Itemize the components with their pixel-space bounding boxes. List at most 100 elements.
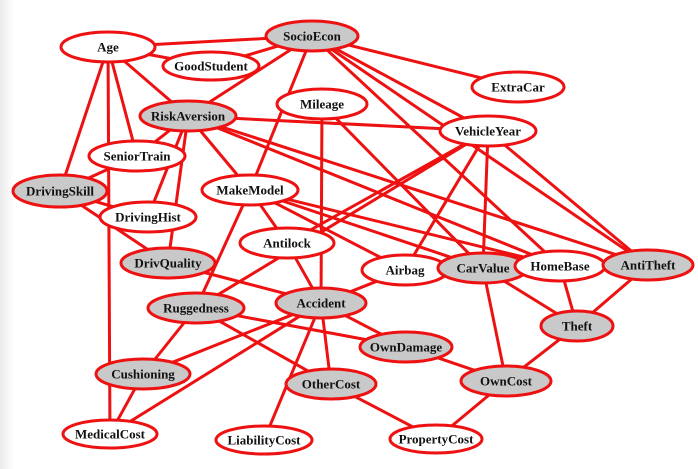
- edge-drivingskill-to-drivinghist: [95, 200, 114, 209]
- node-drivinghist-ellipse: [98, 200, 198, 234]
- edge-socioecon-to-makemodel: [254, 50, 308, 176]
- node-antitheft-ellipse: [601, 248, 695, 282]
- edge-age-to-riskaversion: [123, 59, 173, 104]
- node-goodstudent-ellipse: [161, 50, 261, 82]
- edge-age-to-goodstudent: [148, 53, 171, 60]
- node-age-ellipse: [59, 30, 157, 64]
- node-mileage-ellipse: [275, 87, 369, 121]
- edge-carvalue-to-owncost: [484, 282, 505, 367]
- node-drivingskill-label: DrivingSkill: [26, 184, 94, 199]
- edge-ruggedness-to-cushioning: [153, 321, 186, 361]
- node-antilock-ellipse: [238, 226, 336, 260]
- edge-owndamage-to-owncost: [437, 356, 475, 372]
- node-socioecon: SocioEcon: [264, 19, 360, 53]
- edge-socioecon-to-vehicleyear: [335, 47, 465, 120]
- node-accident-ellipse: [274, 286, 368, 320]
- node-vehicleyear-label: VehicleYear: [455, 124, 521, 139]
- edge-age-to-medicalcost: [106, 61, 112, 421]
- edge-socioecon-to-riskaversion: [208, 48, 293, 104]
- node-theft-label: Theft: [562, 319, 593, 334]
- node-extracar-label: ExtraCar: [491, 80, 545, 95]
- node-cushioning-ellipse: [94, 357, 192, 391]
- node-makemodel-label: MakeModel: [216, 183, 284, 198]
- node-drivquality: DrivQuality: [119, 246, 217, 280]
- node-riskaversion-ellipse: [138, 99, 238, 133]
- node-mileage-label: Mileage: [300, 97, 344, 112]
- edge-socioecon-to-antitheft: [331, 48, 630, 253]
- edge-makemodel-to-airbag: [274, 201, 382, 259]
- edge-vehicleyear-to-airbag: [412, 144, 481, 257]
- node-drivingskill-ellipse: [11, 173, 109, 209]
- node-antitheft-label: AntiTheft: [621, 258, 677, 273]
- node-homebase-label: HomeBase: [530, 259, 589, 274]
- node-owndamage-ellipse: [358, 330, 454, 364]
- node-vehicleyear: VehicleYear: [438, 114, 538, 148]
- edge-drivquality-to-accident: [204, 271, 286, 296]
- edge-riskaversion-to-makemodel: [199, 129, 239, 177]
- node-makemodel-ellipse: [200, 173, 300, 207]
- node-homebase: HomeBase: [513, 249, 607, 283]
- edge-layer: [63, 36, 633, 429]
- node-propertycost: PropertyCost: [388, 423, 484, 455]
- node-ruggedness-ellipse: [146, 291, 246, 325]
- node-medicalcost: MedicalCost: [61, 418, 159, 450]
- node-theft: Theft: [539, 309, 615, 343]
- node-owncost: OwnCost: [459, 364, 553, 398]
- node-airbag-label: Airbag: [386, 263, 426, 278]
- edge-socioecon-to-extracar: [348, 43, 482, 80]
- edge-makemodel-to-ruggedness: [201, 204, 245, 294]
- node-drivinghist: DrivingHist: [98, 200, 198, 234]
- edge-cushioning-to-medicalcost: [116, 388, 137, 421]
- node-goodstudent: GoodStudent: [161, 50, 261, 82]
- node-ruggedness-label: Ruggedness: [163, 301, 229, 316]
- node-age: Age: [59, 30, 157, 64]
- node-propertycost-ellipse: [388, 423, 484, 455]
- node-antilock-label: Antilock: [263, 236, 311, 251]
- node-theft-ellipse: [539, 309, 615, 343]
- node-othercost-label: OtherCost: [302, 377, 361, 392]
- node-othercost: OtherCost: [284, 367, 378, 401]
- edge-riskaversion-to-antitheft: [220, 125, 617, 256]
- node-ruggedness: Ruggedness: [146, 291, 246, 325]
- edge-accident-to-medicalcost: [129, 314, 301, 423]
- node-socioecon-label: SocioEcon: [283, 29, 342, 44]
- node-makemodel: MakeModel: [200, 173, 300, 207]
- node-layer: SocioEconAgeGoodStudentExtraCarMileageRi…: [11, 19, 695, 456]
- node-medicalcost-ellipse: [61, 418, 159, 450]
- node-liabilitycost-ellipse: [214, 424, 314, 456]
- node-propertycost-label: PropertyCost: [399, 432, 475, 447]
- edge-accident-to-liabilitycost: [268, 317, 317, 427]
- node-cushioning: Cushioning: [94, 357, 192, 391]
- edge-othercost-to-propertycost: [354, 395, 414, 429]
- node-owncost-ellipse: [459, 364, 553, 398]
- node-antilock: Antilock: [238, 226, 336, 260]
- edge-owncost-to-propertycost: [450, 393, 491, 428]
- edge-carvalue-to-theft: [503, 279, 558, 315]
- node-mileage: Mileage: [275, 87, 369, 121]
- edge-mileage-to-carvalue: [334, 117, 471, 255]
- edge-vehicleyear-to-carvalue: [482, 145, 489, 254]
- node-seniortrain-label: SeniorTrain: [104, 149, 172, 164]
- node-seniortrain: SeniorTrain: [87, 139, 187, 173]
- node-drivinghist-label: DrivingHist: [115, 210, 181, 225]
- node-seniortrain-ellipse: [87, 139, 187, 173]
- node-socioecon-ellipse: [264, 19, 360, 53]
- node-vehicleyear-ellipse: [438, 114, 538, 148]
- node-owndamage: OwnDamage: [358, 330, 454, 364]
- edge-riskaversion-to-vehicleyear: [235, 116, 441, 131]
- edge-antilock-to-accident: [294, 257, 314, 290]
- node-extracar-ellipse: [470, 70, 566, 104]
- node-airbag: Airbag: [360, 253, 450, 287]
- edge-ruggedness-to-othercost: [218, 319, 309, 373]
- node-goodstudent-label: GoodStudent: [174, 59, 248, 74]
- node-drivingskill: DrivingSkill: [11, 173, 109, 209]
- node-age-label: Age: [97, 40, 119, 55]
- node-drivquality-ellipse: [119, 246, 217, 280]
- node-medicalcost-label: MedicalCost: [75, 427, 146, 442]
- edge-makemodel-to-carvalue: [282, 199, 452, 259]
- edge-age-to-seniortrain: [110, 61, 135, 142]
- edge-ruggedness-to-owndamage: [237, 314, 367, 342]
- node-liabilitycost-label: LiabilityCost: [228, 433, 302, 448]
- node-antitheft: AntiTheft: [601, 248, 695, 282]
